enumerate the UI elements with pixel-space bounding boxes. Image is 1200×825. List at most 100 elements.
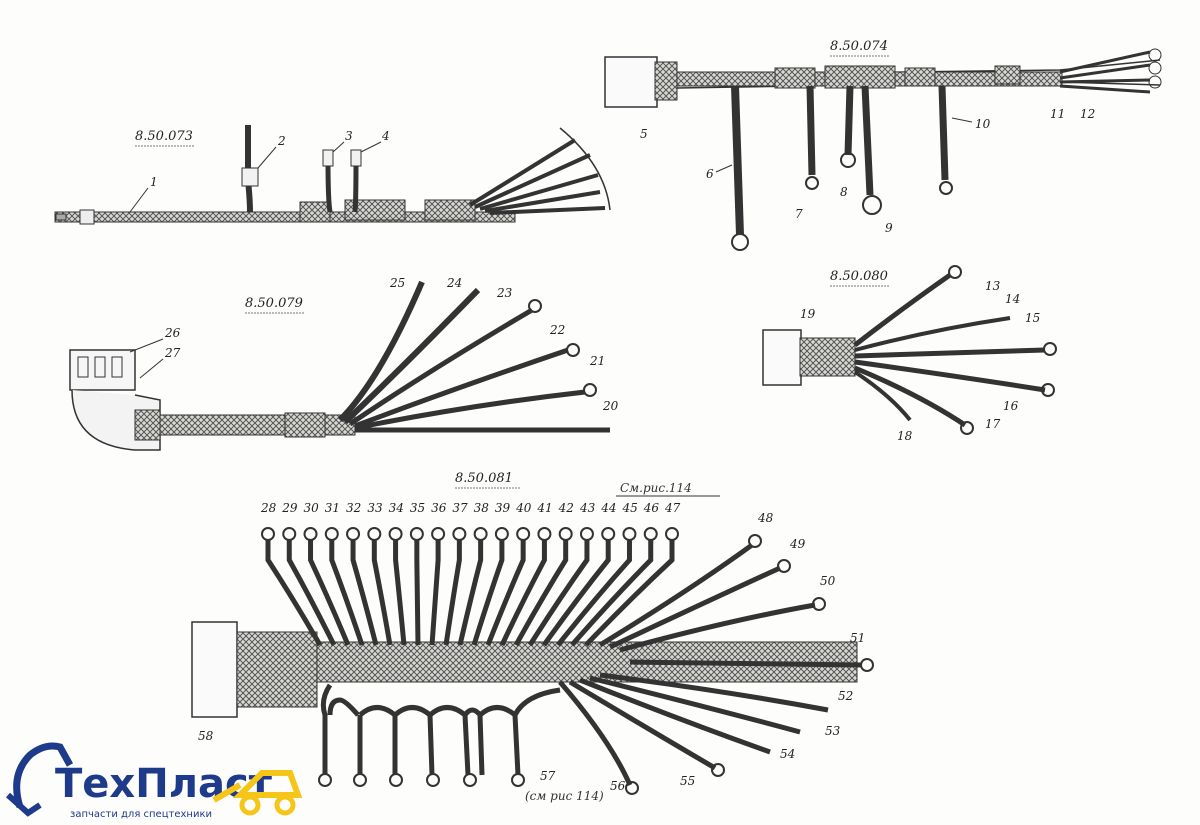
part-label-23: 23 (496, 286, 513, 300)
part-label-9: 9 (885, 221, 893, 235)
wire-47 (584, 540, 675, 647)
terminal-40 (516, 527, 531, 541)
part-label-14: 14 (1005, 292, 1020, 306)
wire-28 (265, 540, 323, 647)
part-label-3: 3 (345, 129, 353, 143)
part-label-22: 22 (549, 323, 565, 337)
part-label-56: 56 (610, 779, 626, 793)
part-label-26: 26 (164, 326, 181, 340)
part-label-16: 16 (1003, 399, 1019, 413)
part-label-1: 1 (150, 175, 158, 189)
part-label-37: 37 (452, 501, 468, 515)
part-label-55: 55 (680, 774, 695, 788)
part-label-34: 34 (389, 501, 404, 515)
part-label-48: 48 (757, 511, 774, 525)
part-label-46: 46 (643, 501, 660, 515)
part-label-2: 2 (277, 134, 286, 148)
terminal-41 (537, 527, 552, 541)
harness-8-50-073: 8.50.073 1 2 3 4 (54, 125, 611, 225)
part-label-45: 45 (621, 501, 637, 515)
part-label-10: 10 (975, 117, 991, 131)
terminal-37 (452, 527, 467, 541)
terminal-39 (494, 527, 509, 541)
part-label-51: 51 (850, 631, 865, 645)
trunk-079 (159, 414, 356, 436)
part-label-15: 15 (1025, 311, 1040, 325)
part-label-7: 7 (795, 207, 803, 221)
part-label-52: 52 (838, 689, 853, 703)
harness-code-081: 8.50.081 (455, 471, 513, 486)
part-label-20: 20 (602, 399, 619, 413)
part-label-17: 17 (985, 417, 1001, 431)
terminal-38 (473, 527, 488, 541)
wire-29 (286, 540, 337, 647)
terminal-35 (409, 527, 424, 541)
part-label-11: 11 (1050, 107, 1065, 121)
connector-58 (191, 621, 238, 718)
loader-icon (232, 770, 303, 798)
part-label-58: 58 (198, 729, 214, 743)
terminal-47 (665, 527, 679, 541)
part-label-21: 21 (589, 354, 605, 368)
terminal-31 (324, 527, 339, 541)
wire-39 (471, 540, 505, 646)
part-label-36: 36 (431, 501, 447, 515)
part-label-8: 8 (840, 185, 848, 199)
part-label-43: 43 (579, 501, 596, 515)
wire-32 (350, 540, 379, 646)
brand-name: ТехПласт (55, 761, 273, 807)
part-label-28: 28 (260, 501, 277, 515)
harness-8-50-074: 8.50.074 5 6 7 8 9 10 11 (604, 39, 1162, 251)
part-label-42: 42 (558, 501, 574, 515)
part-label-40: 40 (515, 501, 532, 515)
wire-36 (429, 540, 441, 646)
terminal-46 (643, 527, 658, 541)
part-label-53: 53 (825, 724, 841, 738)
wire-46 (570, 540, 654, 647)
part-label-19: 19 (800, 307, 816, 321)
part-label-32: 32 (346, 501, 361, 515)
part-label-38: 38 (474, 501, 490, 515)
terminal-44 (601, 527, 616, 541)
harness-8-50-080: 8.50.080 13 14 15 16 17 18 19 (762, 265, 1057, 443)
part-label-6: 6 (706, 167, 714, 181)
terminal-36 (431, 527, 446, 541)
part-label-29: 29 (281, 501, 298, 515)
part-label-30: 30 (304, 501, 320, 515)
terminal-42 (558, 527, 573, 541)
wire-35 (414, 540, 421, 646)
wire-44 (541, 540, 611, 647)
part-label-35: 35 (410, 501, 425, 515)
wire-33 (371, 540, 393, 646)
terminal-29 (282, 527, 297, 541)
wire-41 (499, 540, 547, 647)
wire-40 (485, 540, 526, 646)
part-label-5: 5 (640, 127, 648, 141)
connector-19 (762, 329, 802, 386)
wire-45 (556, 540, 632, 647)
terminal-43 (579, 527, 594, 541)
wire-38 (457, 540, 484, 646)
wire-34 (393, 540, 407, 646)
harness-8-50-079: 8.50.079 25 24 23 22 21 20 26 27 (69, 276, 619, 451)
part-label-49: 49 (789, 537, 806, 551)
excavator-arm-icon (13, 742, 74, 809)
harness-8-50-081: 8.50.081 См.рис.114 (191, 471, 874, 803)
reference-note-bottom: (см рис 114) (525, 789, 604, 803)
terminal-32 (346, 527, 361, 541)
terminal-45 (622, 527, 637, 541)
part-label-41: 41 (536, 501, 552, 515)
terminal-33 (367, 527, 382, 541)
harness-code-074: 8.50.074 (830, 39, 888, 54)
part-label-24: 24 (446, 276, 462, 290)
brand-tagline: запчасти для спецтехники (70, 809, 212, 820)
connector-26 (69, 349, 136, 391)
wire-37 (443, 540, 462, 646)
part-label-47: 47 (664, 501, 681, 515)
part-label-18: 18 (897, 429, 913, 443)
part-label-12: 12 (1080, 107, 1095, 121)
part-label-25: 25 (389, 276, 405, 290)
harness-code-080: 8.50.080 (830, 269, 888, 284)
part-label-44: 44 (600, 501, 616, 515)
